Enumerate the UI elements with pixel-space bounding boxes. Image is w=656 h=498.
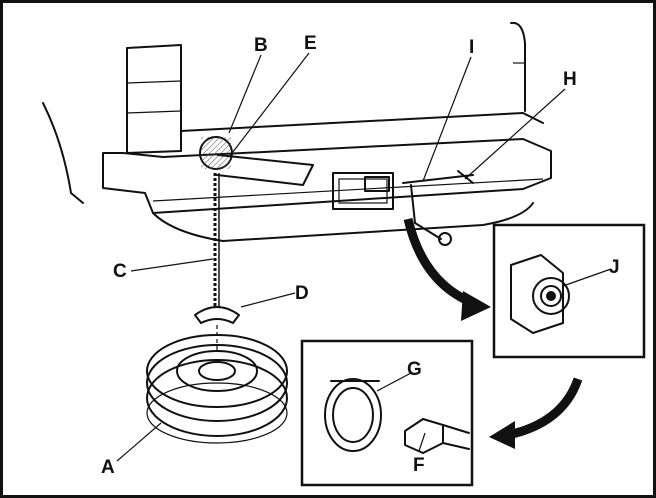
- tail-light-right: [510, 21, 526, 112]
- leader-g: [376, 372, 412, 392]
- body-upper-line: [180, 112, 544, 132]
- leader-h: [464, 88, 566, 180]
- leader-e: [228, 52, 310, 158]
- label-g: G: [407, 359, 422, 380]
- label-f: F: [413, 455, 425, 476]
- hoist-shaft-e: [216, 154, 314, 186]
- leader-lines: [116, 52, 612, 462]
- detail-box-gf: [300, 339, 474, 487]
- leader-d: [240, 292, 296, 308]
- tail-light-left: [126, 44, 182, 154]
- arrow-to-detail-j: [403, 217, 475, 308]
- jack-handle: [402, 170, 474, 246]
- leader-b: [228, 54, 262, 134]
- trailer-hitch: [364, 176, 390, 192]
- leader-a: [116, 422, 162, 462]
- label-c: C: [113, 261, 127, 282]
- rear-bumper: [102, 138, 552, 214]
- leader-c: [130, 258, 214, 272]
- label-j: J: [609, 257, 620, 278]
- label-b: B: [254, 35, 268, 56]
- tire-retainer: [194, 306, 240, 324]
- spare-tire: [146, 334, 288, 444]
- spare-tire-diagram: B E I H C D A J G F: [42, 21, 646, 487]
- label-h: H: [563, 69, 577, 90]
- detail-box-j: [492, 223, 646, 359]
- hoist-cable: [213, 173, 220, 308]
- leader-i: [422, 56, 472, 182]
- label-d: D: [295, 283, 309, 304]
- arrow-to-detail-gf: [506, 377, 583, 440]
- body-side: [42, 102, 84, 204]
- leader-j: [562, 268, 612, 287]
- leader-f: [418, 432, 426, 452]
- vehicle-rear: [42, 21, 552, 242]
- label-a: A: [101, 457, 115, 478]
- bumper-lower: [152, 202, 534, 242]
- license-plate: [332, 172, 394, 210]
- label-i: I: [469, 37, 474, 58]
- label-e: E: [304, 33, 317, 54]
